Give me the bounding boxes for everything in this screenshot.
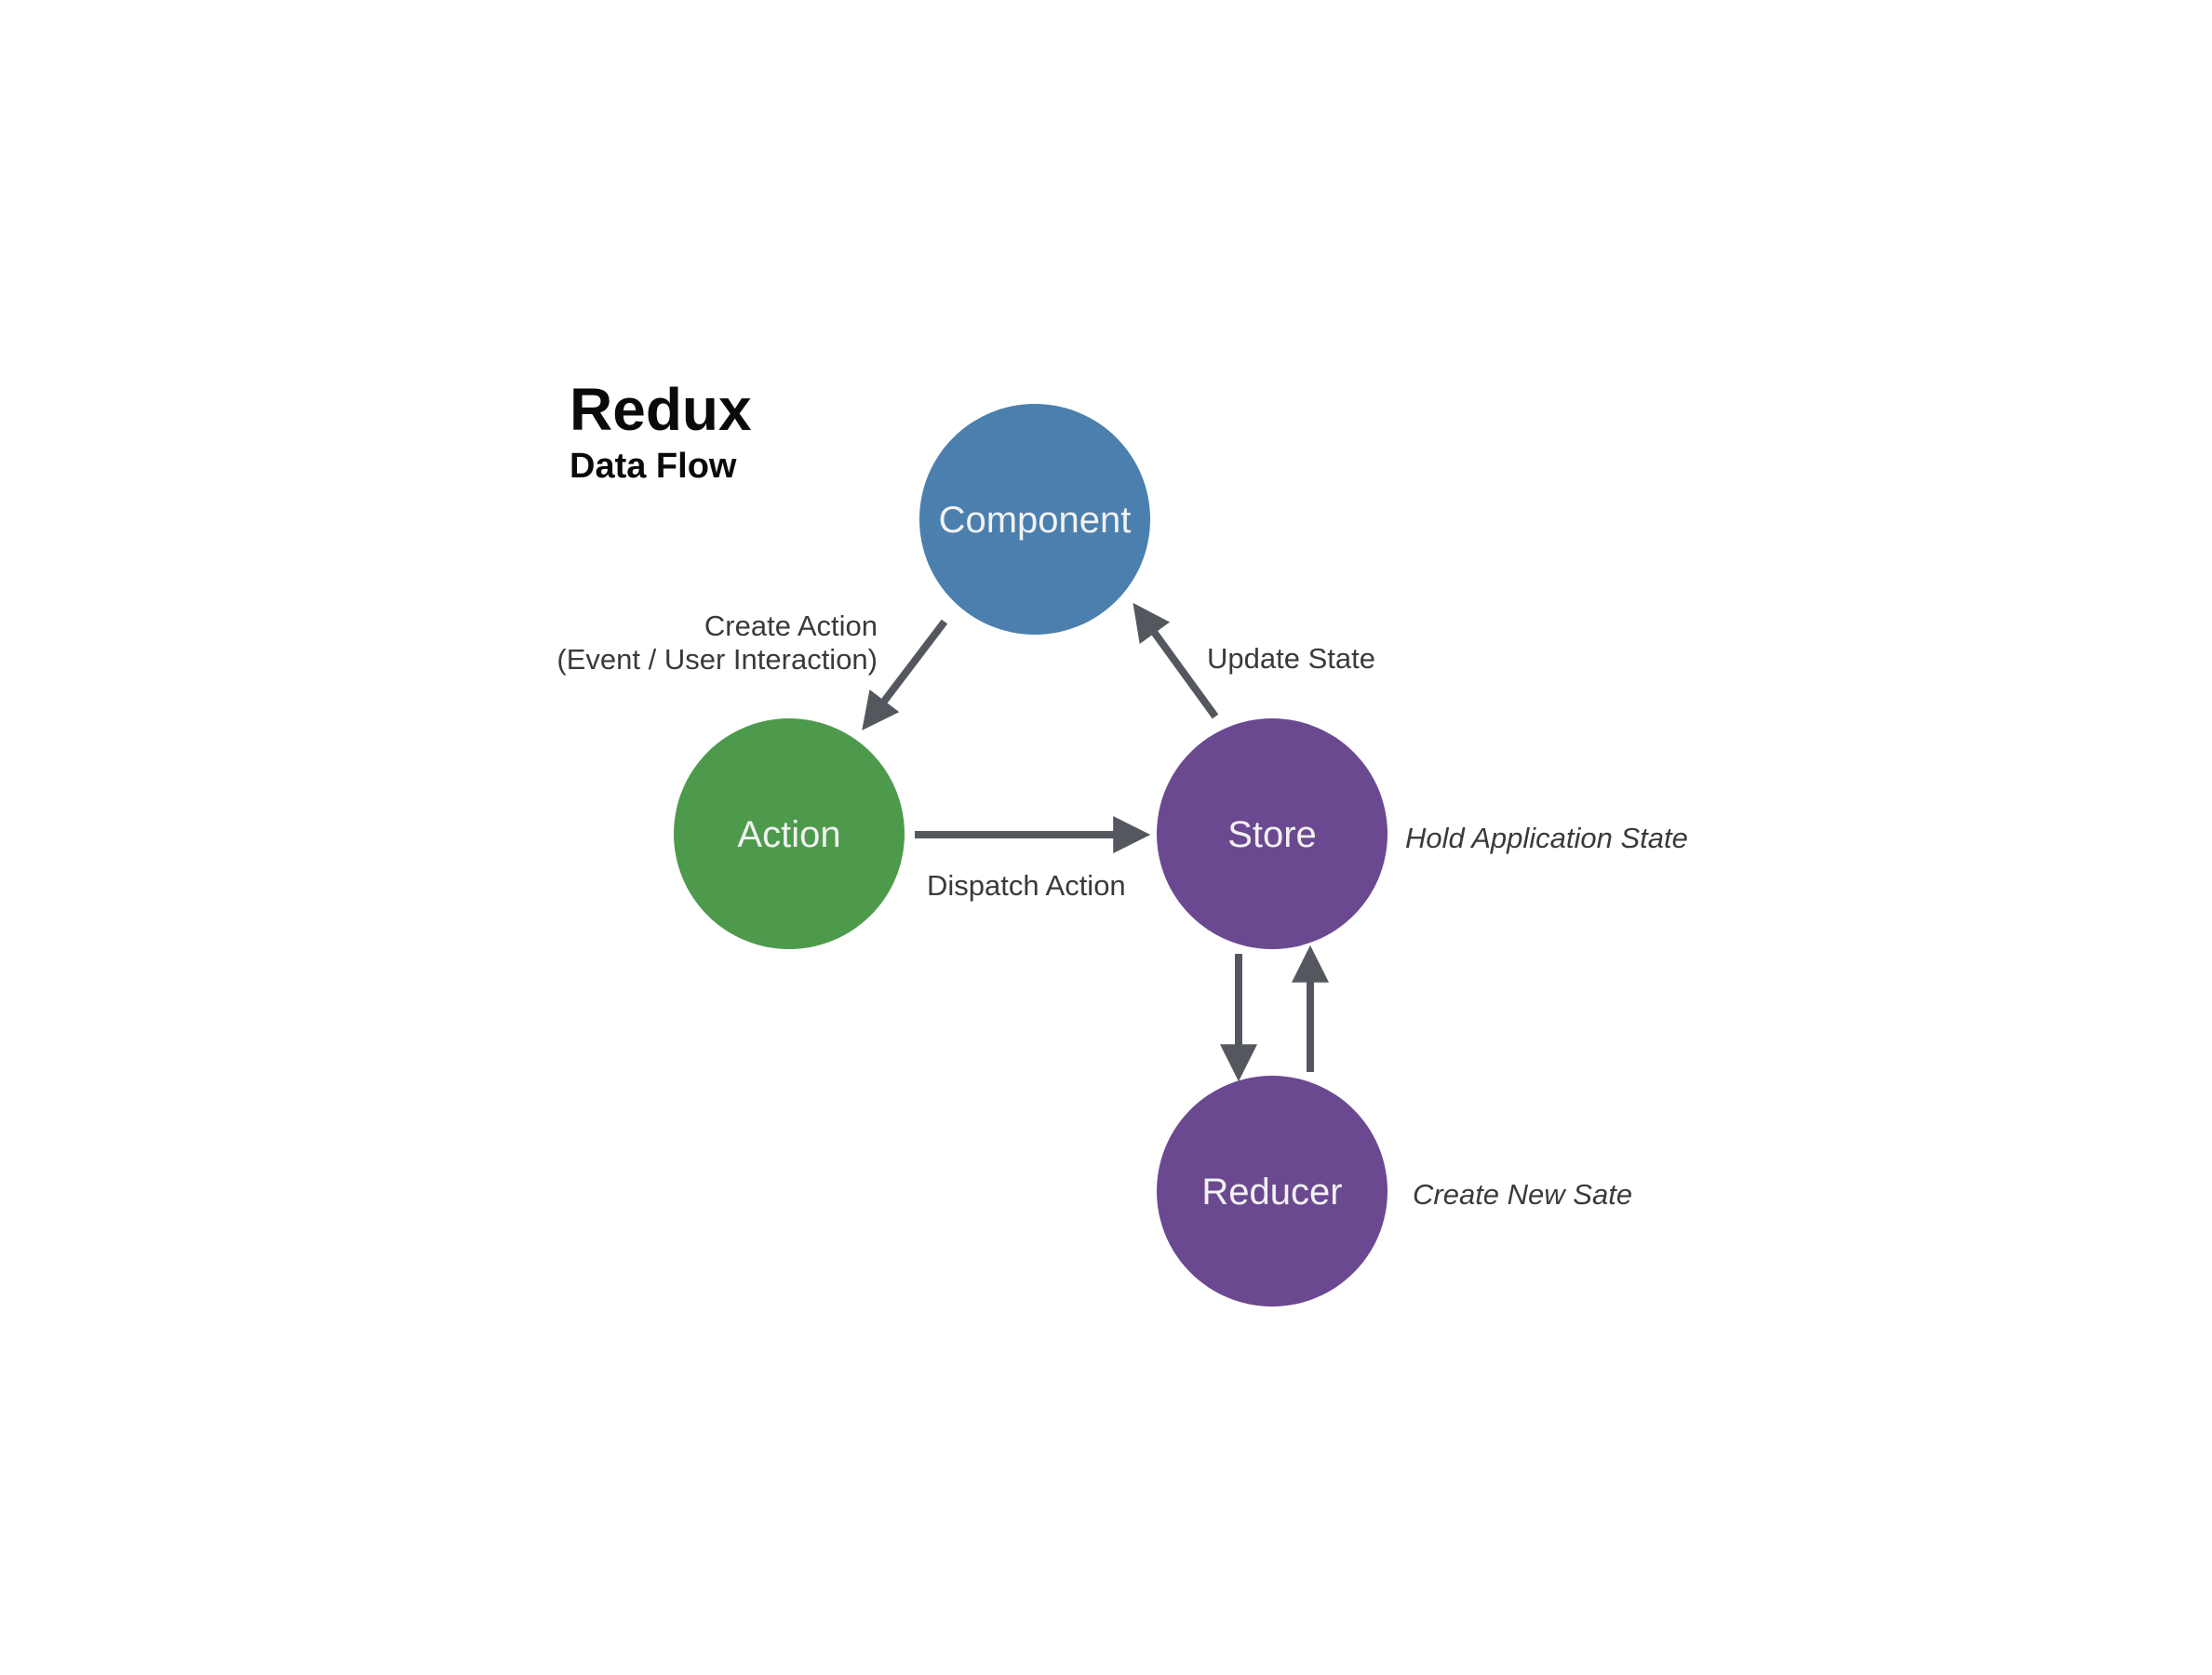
- arrow-store-to-component: [1133, 602, 1219, 719]
- edge-label-event-user-interaction: (Event / User Interaction): [556, 643, 878, 676]
- node-action: Action: [674, 718, 905, 949]
- action-circle: [674, 718, 905, 949]
- component-circle: [919, 404, 1150, 635]
- arrow-component-to-action: [862, 619, 948, 730]
- diagram-subtitle: Data Flow: [570, 447, 737, 486]
- note-create-new-state: Create New Sate: [1413, 1178, 1632, 1211]
- node-reducer: Reducer: [1157, 1076, 1388, 1306]
- edge-label-dispatch-action: Dispatch Action: [927, 869, 1126, 902]
- edge-label-update-state: Update State: [1207, 642, 1375, 675]
- store-label: Store: [1227, 814, 1317, 855]
- reducer-label: Reducer: [1201, 1172, 1342, 1213]
- node-component: Component: [919, 404, 1150, 635]
- node-store: Store: [1157, 718, 1388, 949]
- edge-label-create-action: Create Action: [704, 610, 878, 642]
- note-hold-application-state: Hold Application State: [1405, 822, 1688, 854]
- diagram-title: Redux: [570, 376, 752, 443]
- action-label: Action: [737, 814, 840, 855]
- component-label: Component: [939, 500, 1132, 541]
- reducer-circle: [1157, 1076, 1388, 1306]
- store-circle: [1157, 718, 1388, 949]
